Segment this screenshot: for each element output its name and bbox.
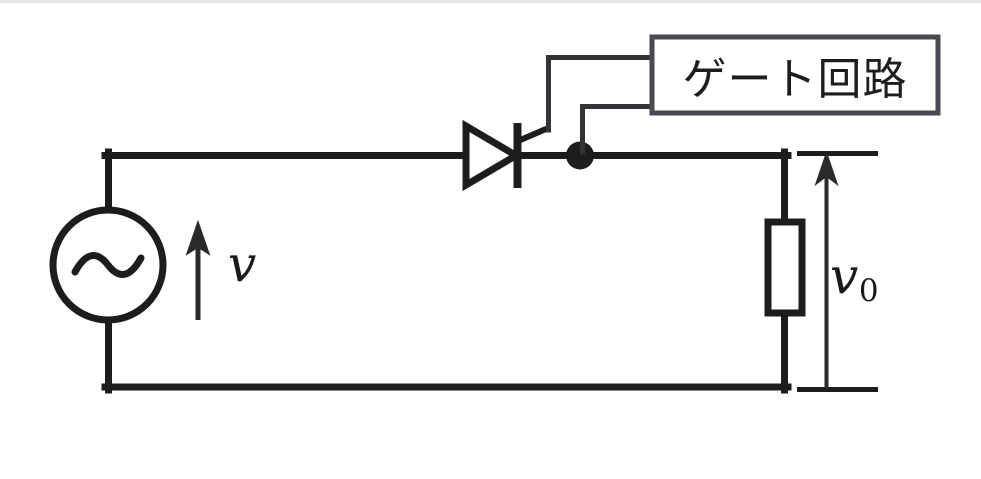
gate-wire-upper — [546, 55, 655, 133]
sine-wave-icon — [71, 252, 145, 278]
thyristor-gate-lead — [515, 126, 549, 144]
v0-arrow-head — [814, 150, 839, 187]
thyristor-anode-triangle — [462, 119, 523, 192]
source-voltage-arrow — [185, 219, 211, 320]
gate-control-wiring — [546, 55, 655, 155]
gate-circuit-box[interactable] — [649, 34, 941, 116]
junction-dot — [566, 141, 594, 170]
resistor-body — [764, 218, 806, 317]
ac-voltage-source — [49, 206, 167, 324]
main-loop-wires — [101, 148, 792, 394]
output-voltage-arrow — [797, 150, 878, 392]
v-arrow-head — [185, 219, 211, 256]
gate-wire-lower — [580, 104, 655, 155]
thyristor — [462, 119, 549, 192]
